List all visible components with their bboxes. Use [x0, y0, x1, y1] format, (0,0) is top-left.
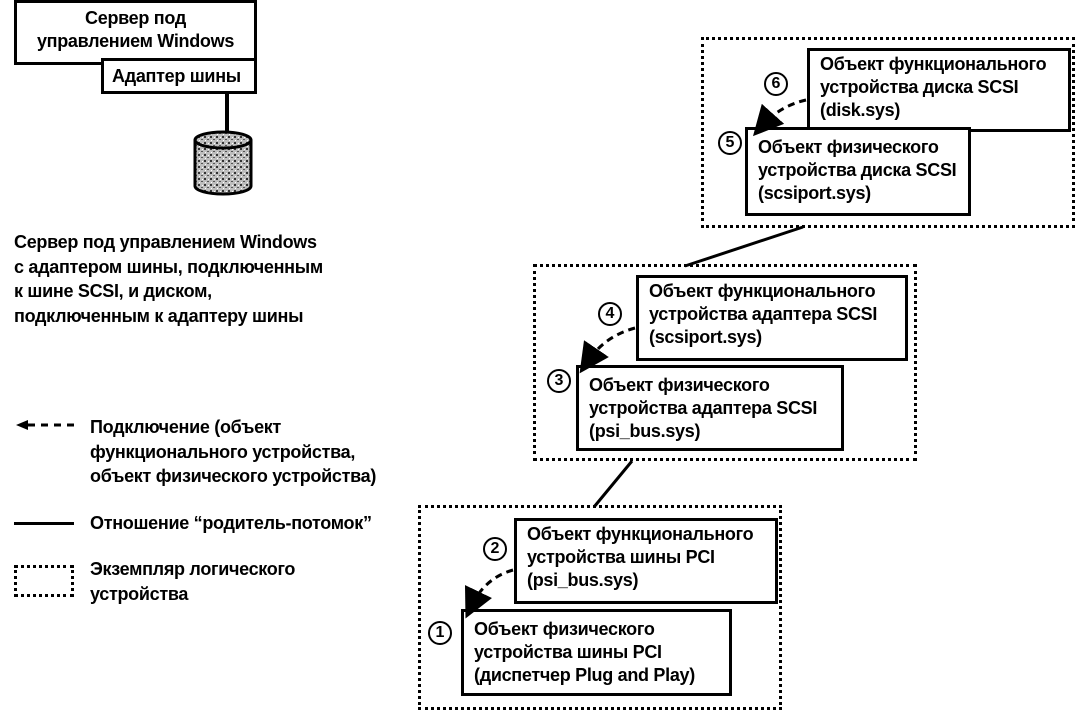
legend-text-line: устройства — [90, 583, 189, 604]
logical-device-disk — [701, 37, 1075, 228]
pdo-scsi-adapter-line: Объект физического — [589, 375, 770, 395]
pdo-disk-box: Объект физического устройства диска SCSI… — [745, 127, 971, 216]
disk-cylinder-icon — [193, 130, 253, 196]
legend-text-line: Экземпляр логического — [90, 559, 296, 579]
server-title-line: управлением Windows — [36, 31, 235, 51]
logical-device-scsi-adapter — [533, 264, 917, 461]
fdo-disk-line: устройства диска SCSI — [820, 77, 1019, 97]
bus-adapter-box: Адаптер шины — [101, 58, 257, 94]
fdo-scsi-adapter-box: Объект функционального устройства адапте… — [636, 275, 908, 361]
step-number-1: 1 — [428, 621, 452, 645]
parent-child-line-disk-adapter — [684, 225, 804, 268]
fdo-disk-line: Объект функционального — [820, 54, 1047, 74]
step-number-3: 3 — [547, 369, 571, 393]
parent-child-line-adapter-pci — [592, 460, 634, 508]
legend-solid-line-icon — [14, 522, 74, 525]
fdo-disk-box: Объект функционального устройства диска … — [807, 48, 1071, 132]
caption-line: Сервер под управлением Windows — [14, 232, 317, 252]
adapter-disk-link — [225, 94, 229, 138]
pdo-disk-line: Объект физического — [758, 137, 939, 157]
fdo-pci-bus-line: (psi_bus.sys) — [527, 570, 639, 590]
caption-line: подключенным к адаптеру шины — [14, 305, 304, 326]
server-title-line: Сервер под — [85, 8, 186, 28]
legend-item-logical-device: Экземпляр логического устройства — [90, 557, 295, 606]
fdo-scsi-adapter-line: устройства адаптера SCSI — [649, 304, 878, 324]
fdo-scsi-adapter-line: Объект функционального — [649, 281, 876, 301]
pdo-scsi-adapter-line: (psi_bus.sys) — [589, 421, 701, 441]
pdo-disk-line: устройства диска SCSI — [758, 160, 957, 180]
legend-dashed-arrow-icon — [16, 420, 80, 430]
legend-item-parent-child: Отношение “родитель-потомок” — [90, 513, 372, 533]
pdo-scsi-adapter-line: устройства адаптера SCSI — [589, 398, 818, 418]
fdo-scsi-adapter-line: (scsiport.sys) — [649, 327, 762, 347]
caption-line: с адаптером шины, подключенным — [14, 256, 323, 277]
legend-text-line: Подключение (объект — [90, 417, 282, 437]
legend-item-connection: Подключение (объект функционального устр… — [90, 415, 376, 489]
fdo-disk-line: (disk.sys) — [820, 100, 901, 120]
legend-dotted-box-icon — [14, 565, 74, 597]
bus-adapter-label: Адаптер шины — [112, 66, 241, 86]
legend-text-line: объект физического устройства) — [90, 466, 377, 486]
step-number-6: 6 — [764, 72, 788, 96]
pdo-scsi-adapter-box: Объект физического устройства адаптера S… — [576, 365, 844, 451]
pdo-pci-bus-box: Объект физического устройства шины PCI (… — [461, 609, 732, 696]
server-caption: Сервер под управлением Windows с адаптер… — [14, 230, 323, 328]
server-box: Сервер под управлением Windows — [14, 0, 257, 65]
step-number-2: 2 — [483, 537, 507, 561]
step-number-4: 4 — [598, 302, 622, 326]
fdo-pci-bus-line: Объект функционального — [527, 524, 754, 544]
pdo-pci-bus-line: устройства шины PCI — [474, 642, 662, 662]
caption-line: к шине SCSI, и диском, — [14, 281, 212, 301]
legend-text-line: функционального устройства, — [90, 441, 356, 462]
pdo-pci-bus-line: Объект физического — [474, 619, 655, 639]
fdo-pci-bus-box: Объект функционального устройства шины P… — [514, 518, 778, 604]
pdo-pci-bus-line: (диспетчер Plug and Play) — [474, 665, 695, 685]
fdo-pci-bus-line: устройства шины PCI — [527, 547, 715, 567]
step-number-5: 5 — [718, 131, 742, 155]
pdo-disk-line: (scsiport.sys) — [758, 183, 871, 203]
